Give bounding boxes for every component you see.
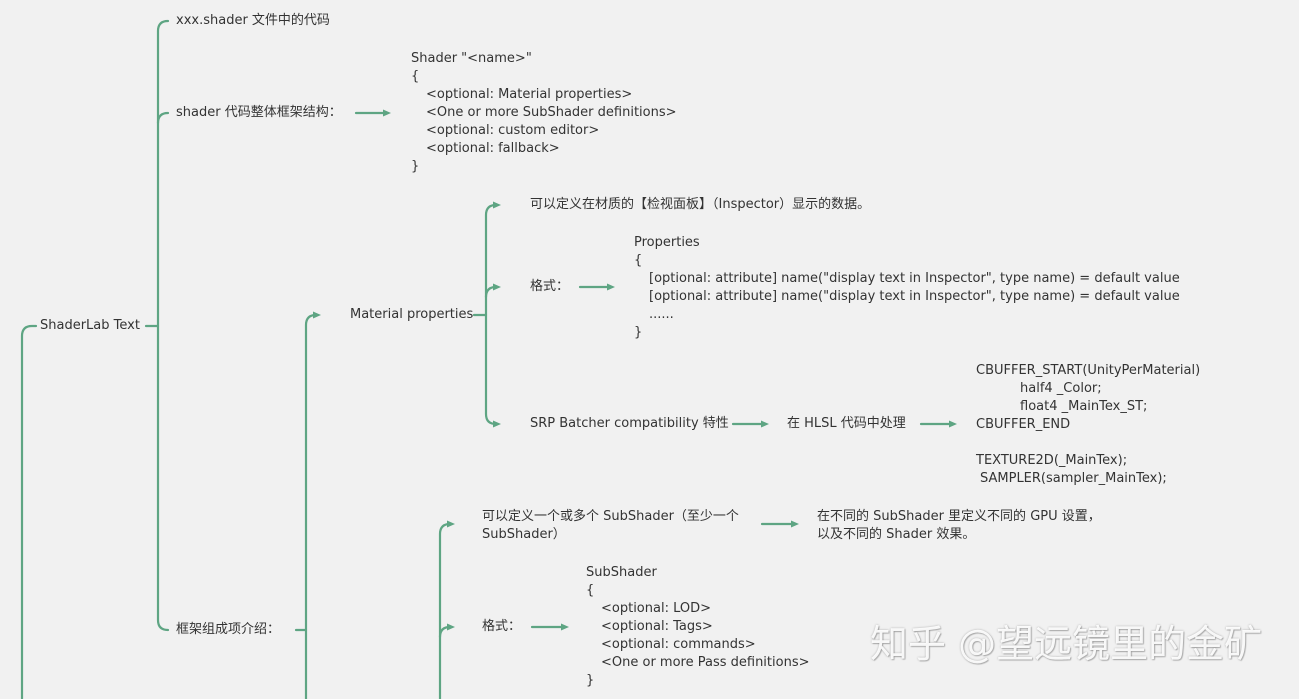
level1-bracket [156,19,170,632]
parts-bracket [304,313,318,699]
code-line: <One or more Pass definitions> [601,655,810,670]
code-line: <One or more SubShader definitions> [426,105,677,120]
root-connector [20,324,38,699]
code-line: SAMPLER(sampler_MainTex); [980,471,1167,486]
arrowhead [447,520,455,528]
root-node[interactable]: ShaderLab Text [40,318,140,333]
shader-structure-block: Shader "<name>" { <optional: Material pr… [411,50,677,176]
code-line: CBUFFER_START(UnityPerMaterial) [976,363,1201,378]
node-hlsl[interactable]: 在 HLSL 代码中处理 [787,416,906,431]
subshader-bracket [438,522,452,699]
node-file-code[interactable]: xxx.shader 文件中的代码 [176,13,330,28]
arrowhead [949,420,957,428]
arrowhead [447,623,455,631]
arrowhead [383,109,391,117]
code-line: { [411,69,420,84]
arrowhead [791,520,799,528]
code-line: } [411,159,420,174]
arrowhead [607,283,615,291]
node-material-format[interactable]: 格式： [530,279,570,294]
code-line [976,434,1200,452]
node-material-desc[interactable]: 可以定义在材质的【检视面板】（Inspector）显示的数据。 [530,197,871,212]
node-framework-structure[interactable]: shader 代码整体框架结构： [176,105,342,120]
subshader-desc-line: SubShader） [482,527,566,542]
node-srp-batcher[interactable]: SRP Batcher compatibility 特性 [530,416,729,431]
cbuffer-block: CBUFFER_START(UnityPerMaterial) half4 _C… [976,362,1200,488]
level1-tick-structure [156,111,170,125]
code-line: Properties [634,235,700,250]
arrowhead [493,201,501,209]
code-line: SubShader [586,565,657,580]
code-line: half4 _Color; [1020,381,1102,396]
arrowhead [493,283,501,291]
material-bracket [484,203,498,426]
code-line: <optional: custom editor> [426,123,600,138]
code-line: } [586,673,595,688]
code-line: <optional: commands> [601,637,756,652]
arrowhead [761,420,769,428]
properties-block: Properties { [optional: attribute] name(… [634,234,1180,342]
node-subshader-format[interactable]: 格式： [482,619,522,634]
node-subshader-effect[interactable]: 在不同的 SubShader 里定义不同的 GPU 设置， 以及不同的 Shad… [817,508,1101,544]
code-line: float4 _MainTex_ST; [1020,399,1148,414]
code-line: [optional: attribute] name("display text… [649,289,1180,304]
code-line: Shader "<name>" [411,51,532,66]
code-line: <optional: fallback> [426,141,560,156]
node-material-properties[interactable]: Material properties [350,307,474,322]
node-framework-parts[interactable]: 框架组成项介绍： [176,622,281,637]
arrowhead [561,623,569,631]
arrowhead [313,311,321,319]
code-line: <optional: Tags> [601,619,713,634]
code-line: { [634,253,643,268]
subshader-block: SubShader { <optional: LOD> <optional: T… [586,564,810,690]
code-line: [optional: attribute] name("display text… [649,271,1180,286]
code-line: } [634,325,643,340]
code-line: { [586,583,595,598]
subshader-effect-line: 在不同的 SubShader 里定义不同的 GPU 设置， [817,509,1101,524]
code-line: <optional: LOD> [601,601,712,616]
subshader-effect-line: 以及不同的 Shader 效果。 [817,527,976,542]
code-line: <optional: Material properties> [426,87,633,102]
watermark: 知乎 @望远镜里的金矿 [870,622,1263,666]
code-line: TEXTURE2D(_MainTex); [976,453,1128,468]
code-line: ...... [649,307,674,322]
arrowhead [493,420,501,428]
node-subshader-desc[interactable]: 可以定义一个或多个 SubShader（至少一个 SubShader） [482,508,739,544]
code-line: CBUFFER_END [976,417,1071,432]
subshader-desc-line: 可以定义一个或多个 SubShader（至少一个 [482,509,739,524]
